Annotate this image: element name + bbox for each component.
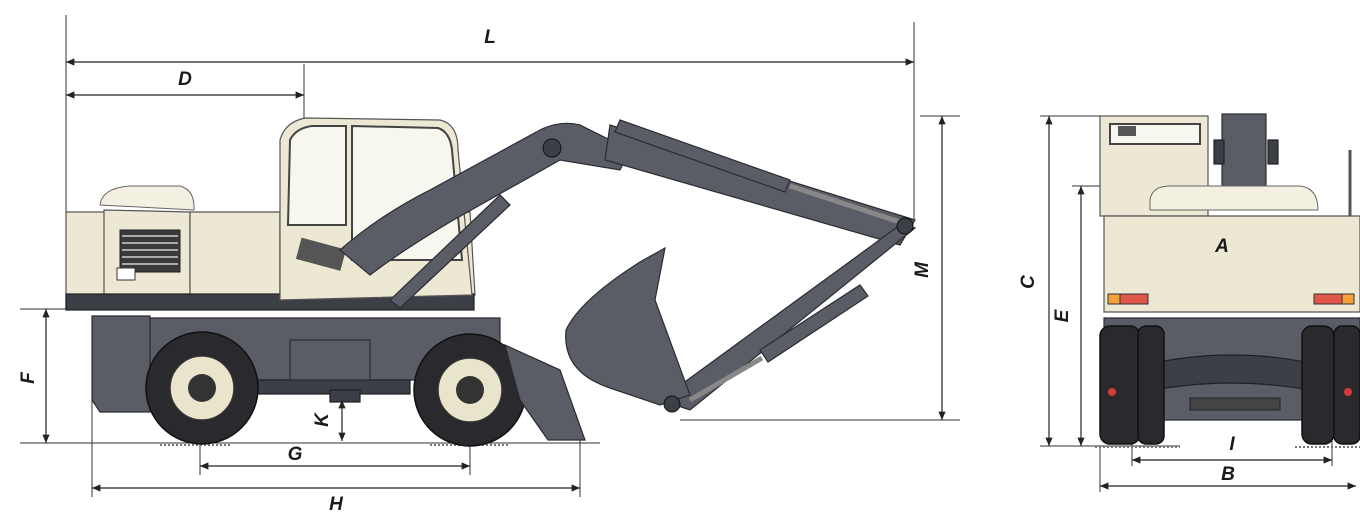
drive-shaft xyxy=(329,389,361,403)
transmission xyxy=(289,339,371,381)
dimension-label-L: L xyxy=(484,27,496,48)
engine-cover xyxy=(99,185,195,211)
rear-outrigger xyxy=(91,315,151,413)
dimension-label-C: C xyxy=(1018,275,1039,289)
side-view: L D M F K G H xyxy=(18,15,960,514)
rear-wheel xyxy=(145,331,259,445)
front-view: C E A I B xyxy=(1018,113,1360,492)
arm-cylinder-rod xyxy=(789,183,901,225)
front-right-tire xyxy=(1301,325,1335,445)
cab-window-front xyxy=(286,125,347,226)
front-body xyxy=(1103,215,1360,313)
dimension-label-M: M xyxy=(912,261,933,278)
dimension-label-H: H xyxy=(329,494,344,514)
front-left-tire xyxy=(1099,325,1141,445)
front-wheel xyxy=(413,333,527,447)
dimension-label-I: I xyxy=(1229,434,1235,455)
dozer-blade xyxy=(504,343,586,441)
dimension-label-D: D xyxy=(178,69,192,90)
dimension-label-A: A xyxy=(1214,236,1229,257)
boom-cylinder xyxy=(389,194,511,309)
dimension-label-F: F xyxy=(18,371,39,384)
boom xyxy=(339,122,631,276)
dimension-label-G: G xyxy=(288,444,303,465)
dimension-label-B: B xyxy=(1221,464,1235,485)
dimension-label-K: K xyxy=(312,412,333,427)
front-engine-cover xyxy=(1149,185,1319,211)
engine-grille xyxy=(119,229,181,273)
bucket xyxy=(565,246,691,406)
brand-logo xyxy=(295,237,347,271)
bucket-cylinder xyxy=(759,284,869,363)
arm-cylinder xyxy=(614,119,791,193)
counterweight xyxy=(65,211,107,309)
dimension-label-E: E xyxy=(1052,308,1073,322)
arm-lower xyxy=(658,224,917,411)
front-boom-mast xyxy=(1221,113,1267,189)
